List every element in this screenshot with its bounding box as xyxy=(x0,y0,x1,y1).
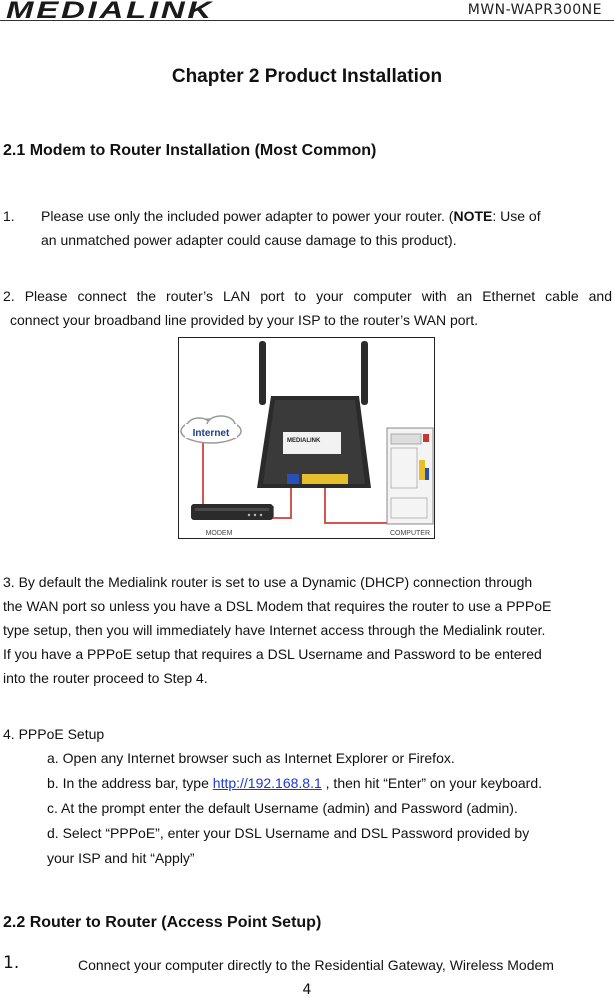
step3-line1: 3. By default the Medialink router is se… xyxy=(3,574,533,590)
svg-text:Internet: Internet xyxy=(193,428,230,439)
step4-title: 4. PPPoE Setup xyxy=(3,726,105,742)
svg-text:MEDIALINK: MEDIALINK xyxy=(287,438,321,444)
modem-icon: MODEM xyxy=(191,504,273,537)
svg-text:MEDIALINK: MEDIALINK xyxy=(6,0,214,21)
step3-line5: into the router proceed to Step 4. xyxy=(3,670,208,686)
step1-line2: an unmatched power adapter could cause d… xyxy=(41,232,457,248)
computer-icon: COMPUTER xyxy=(386,427,434,537)
step3-line3: type setup, then you will immediately ha… xyxy=(3,622,546,638)
medialink-logo: MEDIALINK xyxy=(6,0,214,21)
step4-d-line2: your ISP and hit “Apply” xyxy=(47,850,195,866)
step1-line1: Please use only the included power adapt… xyxy=(41,208,541,224)
step1-number: 1. xyxy=(3,208,15,224)
router-address-link[interactable]: http://192.168.8.1 xyxy=(212,775,322,791)
step4-c: c. At the prompt enter the default Usern… xyxy=(47,800,518,816)
step3-line2: the WAN port so unless you have a DSL Mo… xyxy=(3,598,552,614)
chapter-title: Chapter 2 Product Installation xyxy=(171,66,443,87)
step4-b: b. In the address bar, type http://192.1… xyxy=(47,775,542,791)
section2-step1-number: 1. xyxy=(3,953,20,973)
section-title-2-1: 2.1 Modem to Router Installation (Most C… xyxy=(3,142,377,159)
step3-line4: If you have a PPPoE setup that requires … xyxy=(3,646,542,662)
page-header: MEDIALINK MWN-WAPR300NE xyxy=(0,0,614,24)
model-number: MWN-WAPR300NE xyxy=(467,2,602,18)
right-antenna xyxy=(361,341,368,405)
router-icon: MEDIALINK xyxy=(257,396,371,488)
step4-a: a. Open any Internet browser such as Int… xyxy=(47,750,455,766)
step2-line2: connect your broadband line provided by … xyxy=(10,312,478,328)
step2-line1: 2. Please connect the router’s LAN port … xyxy=(3,288,612,304)
note-label: NOTE xyxy=(453,208,493,224)
step4-d-line1: d. Select “PPPoE”, enter your DSL Userna… xyxy=(47,825,530,841)
internet-cloud-icon: Internet xyxy=(180,415,242,444)
modem-cable xyxy=(272,484,292,519)
connection-diagram-svg: Internet MEDIALINK MODEM xyxy=(180,341,434,537)
header-rule xyxy=(0,20,614,21)
svg-text:MODEM: MODEM xyxy=(206,530,233,537)
connection-diagram: Internet MEDIALINK MODEM xyxy=(178,337,435,539)
section2-step1-text: Connect your computer directly to the Re… xyxy=(78,957,554,973)
section-title-2-2: 2.2 Router to Router (Access Point Setup… xyxy=(3,914,322,931)
page-number: 4 xyxy=(302,982,312,998)
left-antenna xyxy=(259,341,266,405)
svg-text:COMPUTER: COMPUTER xyxy=(390,530,430,537)
